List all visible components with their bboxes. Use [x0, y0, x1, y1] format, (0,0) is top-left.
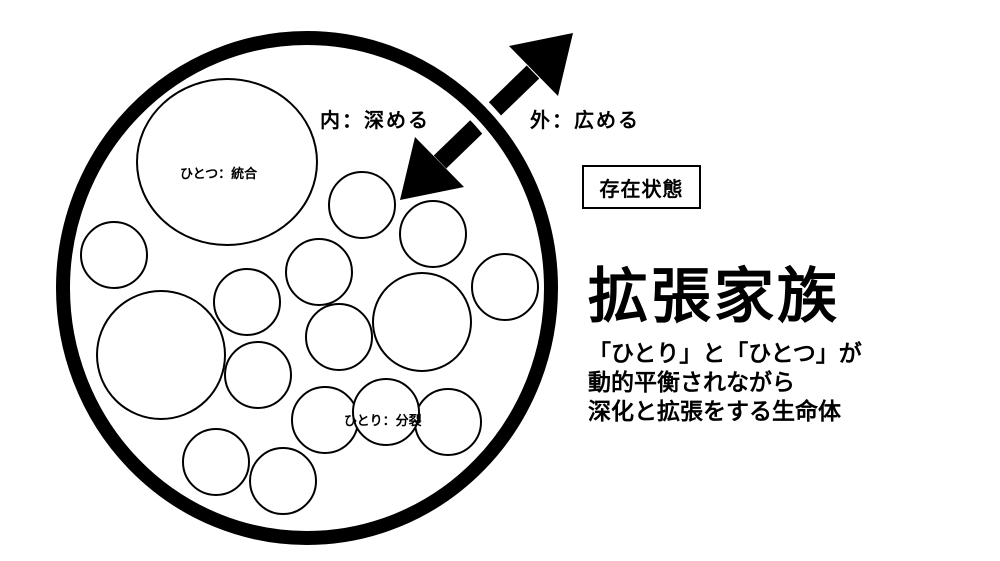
member-circle — [80, 221, 148, 289]
description: 「ひとり」と「ひとつ」が 動的平衡されながら 深化と拡張をする生命体 — [588, 340, 862, 427]
member-circle — [471, 253, 539, 321]
description-line: 動的平衡されながら — [588, 370, 795, 396]
member-circle — [285, 238, 353, 306]
unity-label: ひとつ：統合 — [180, 167, 258, 182]
inner-label: 内：深める — [320, 108, 430, 132]
title: 拡張家族 — [588, 262, 840, 332]
outer-circle — [56, 31, 558, 545]
description-line: 深化と拡張をする生命体 — [588, 399, 841, 425]
description-line: 「ひとり」と「ひとつ」が — [588, 341, 862, 367]
member-circle — [224, 341, 292, 409]
member-circle — [182, 428, 250, 496]
split-circle — [414, 388, 482, 456]
member-circle — [213, 268, 281, 336]
member-circle — [328, 171, 396, 239]
member-circle — [372, 272, 472, 372]
arrow-head-out — [509, 33, 573, 96]
member-circle — [249, 447, 317, 515]
split-circle — [352, 378, 420, 446]
member-circle — [305, 303, 373, 371]
state-box: 存在状態 — [582, 165, 701, 209]
unity-circle — [136, 78, 318, 246]
arrow-head-in — [400, 137, 464, 200]
member-circle — [399, 200, 467, 268]
outer-label: 外：広める — [530, 108, 640, 132]
split-label: ひとり：分裂 — [344, 414, 422, 429]
member-circle — [96, 290, 226, 420]
